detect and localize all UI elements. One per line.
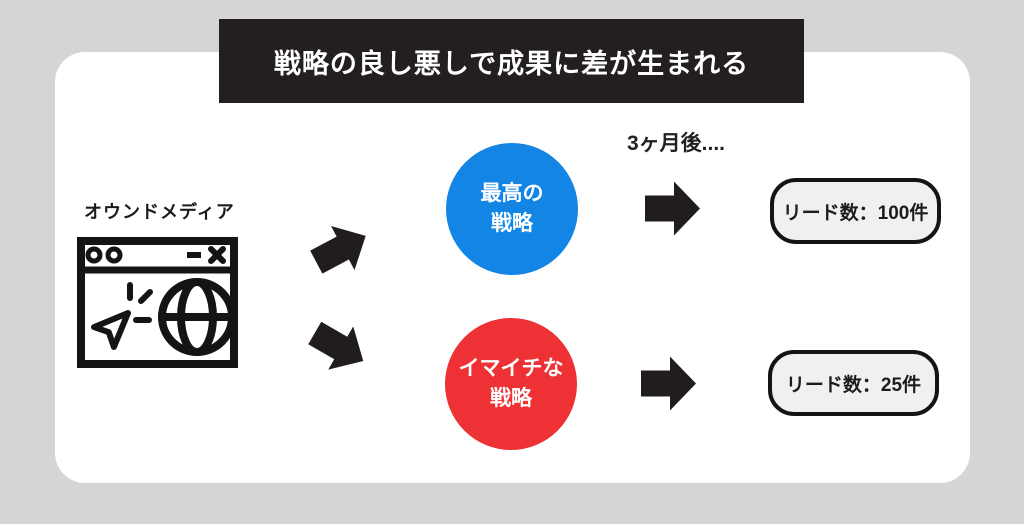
globe-icon: [158, 278, 236, 356]
leads-result-badge-bad: リード数：25件: [768, 350, 939, 416]
leads-result-badge-best: リード数：100件: [770, 178, 941, 244]
bad-strategy-label-line1: イマイチな: [458, 356, 564, 380]
owned-media-label: オウンドメディア: [84, 202, 235, 222]
arrow-up-right-icon: [310, 225, 366, 274]
window-dot-icons: [85, 246, 123, 264]
title-banner: 戦略の良し悪しで成果に差が生まれる: [219, 19, 804, 103]
leads-count-bad: リード数：25件: [785, 374, 922, 396]
three-months-later-label: 3ヶ月後....: [627, 132, 726, 155]
bad-strategy-label-line2: 戦略: [490, 387, 532, 410]
arrow-down-right-icon: [308, 321, 364, 370]
arrow-right-icon: [645, 181, 700, 236]
close-icon: [208, 246, 226, 264]
bad-strategy-circle: イマイチな 戦略: [445, 318, 577, 450]
best-strategy-label-line1: 最高の: [480, 181, 544, 205]
best-strategy-circle: 最高の 戦略: [446, 143, 578, 275]
page-title: 戦略の良し悪しで成果に差が生まれる: [273, 48, 750, 79]
leads-count-best: リード数：100件: [782, 202, 929, 224]
best-strategy-label-line2: 戦略: [491, 212, 533, 235]
browser-window-icon: [77, 237, 238, 368]
cursor-click-icon: [91, 282, 153, 350]
arrow-right-icon: [641, 356, 696, 411]
